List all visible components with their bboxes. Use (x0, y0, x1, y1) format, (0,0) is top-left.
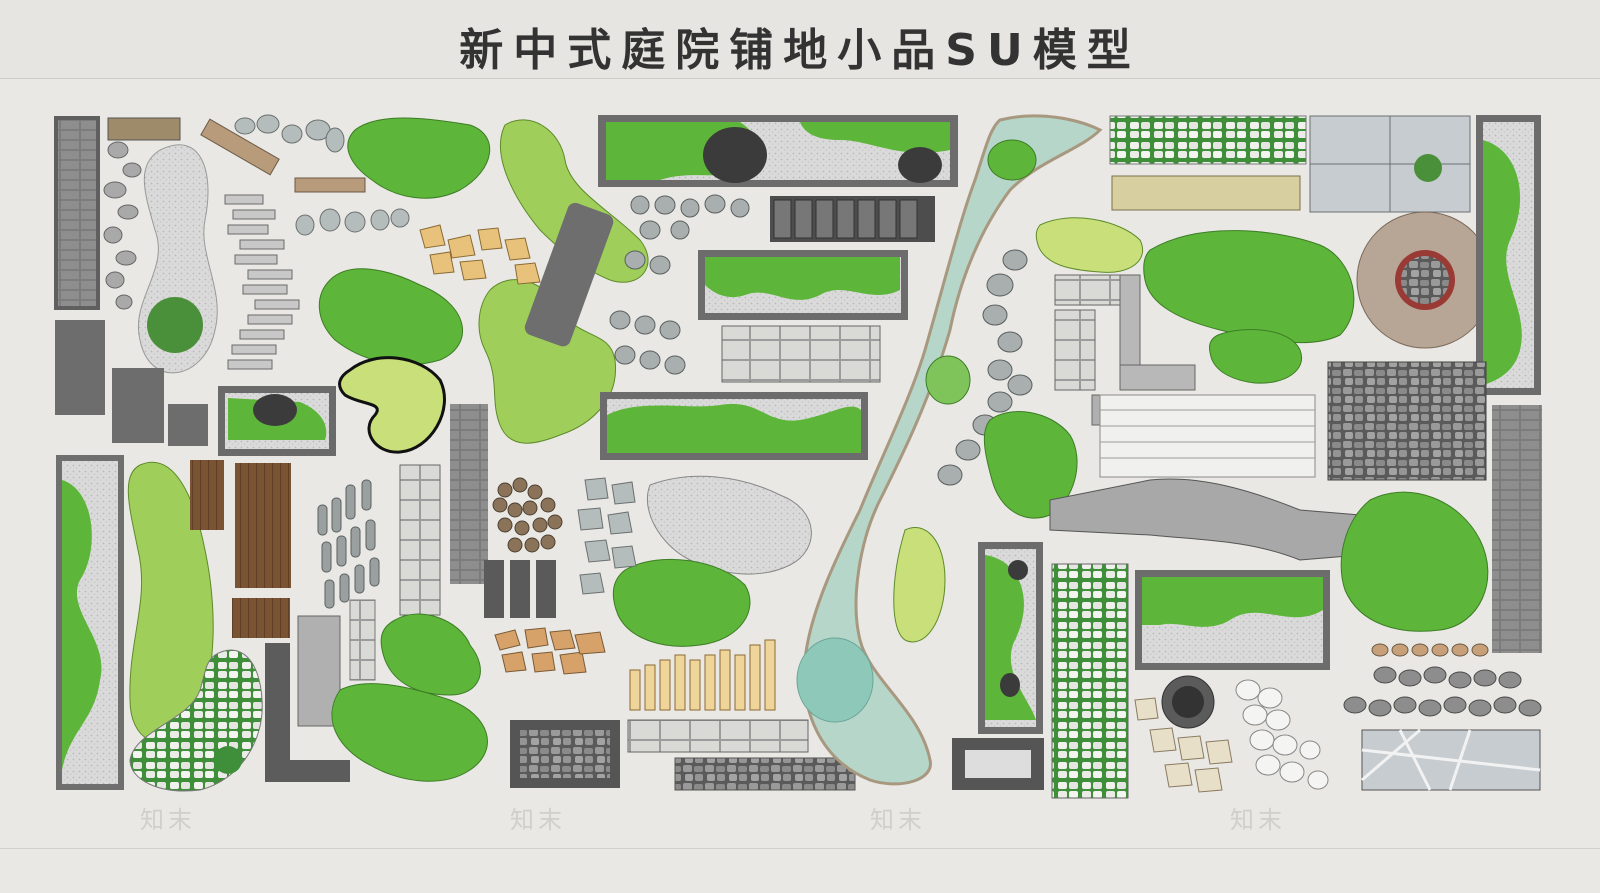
stone-bench (107, 117, 181, 141)
grass-lawn-6 (380, 613, 481, 696)
ice-crack-paving (627, 719, 809, 753)
dark-tile-2 (510, 560, 530, 618)
grass-lawn-1 (347, 117, 491, 199)
grass-lawn-3 (500, 119, 649, 283)
feature-rock (253, 394, 297, 426)
wood-deck-small (190, 460, 224, 530)
stone-platform-2 (112, 368, 164, 443)
stone-slab-steps (224, 194, 300, 370)
dark-edge-strip (265, 643, 290, 773)
stone-grass-joint-paving (1051, 563, 1129, 799)
paving-plan-drawing (54, 114, 1542, 799)
watermark-4: 知末 (1230, 806, 1286, 834)
stone-platform-3 (168, 404, 208, 446)
wood-deck-slats (232, 598, 290, 638)
wood-deck-large (235, 463, 291, 588)
granite-l-left (1054, 309, 1096, 391)
yellow-crazy-paving (1111, 175, 1301, 211)
stone-plaque-path (1049, 478, 1361, 561)
cobble-strip (674, 757, 856, 791)
tan-stone-pieces (494, 627, 606, 675)
white-brick-paving (1099, 394, 1316, 478)
grass-lawn-2 (318, 268, 464, 366)
pond-island-2 (925, 355, 971, 405)
grass-lawn-7 (331, 683, 488, 782)
model-overview-panel (0, 80, 1600, 850)
cream-paver-strips (629, 639, 776, 711)
paver-column-2 (349, 599, 376, 681)
grass-lawn-outlined (338, 356, 446, 454)
mixed-pebbles (492, 477, 563, 553)
dark-brick-pattern (58, 120, 96, 306)
paver-column-1 (399, 464, 441, 616)
paver-column-dark (450, 404, 488, 584)
page-title: 新中式庭院铺地小品SU模型 (459, 25, 1141, 76)
title-bar: 新中式庭院铺地小品SU模型 (0, 0, 1600, 79)
grass-lawn-13 (1209, 329, 1303, 384)
rock-cluster-top (703, 127, 767, 183)
dark-tile-1 (484, 560, 504, 618)
flagstones-top (234, 114, 345, 153)
watermark-3: 知末 (870, 806, 926, 834)
pond-island-1 (987, 139, 1037, 181)
flagstones-mid (295, 208, 410, 236)
watermark-2: 知末 (510, 806, 566, 834)
brick-path (200, 118, 366, 193)
footer-divider (0, 848, 1600, 849)
grass-lawn-8 (612, 558, 751, 647)
grey-river-stones (1343, 666, 1542, 717)
grass-lawn-10 (1035, 217, 1143, 273)
colored-pebble-row (1371, 643, 1489, 657)
pond-pool (796, 637, 874, 723)
cobblestone-square (1327, 361, 1487, 481)
shrub (147, 297, 203, 353)
grass-lawn-12 (1143, 230, 1355, 344)
white-flagstone-grass (1109, 115, 1307, 165)
planter-grass-left (62, 480, 102, 770)
gravel-rock-garden (646, 475, 812, 575)
grass-lawn-14 (1340, 491, 1489, 632)
stepping-stones-left (103, 141, 142, 310)
long-rock (524, 202, 614, 347)
yellow-stones (419, 224, 541, 285)
irregular-flagstones (577, 477, 637, 595)
white-river-stones (1235, 679, 1329, 790)
dark-tile-3 (536, 560, 556, 618)
cream-pavers-right (1134, 697, 1233, 793)
flagstone-patch (609, 194, 750, 375)
watermark-1: 知末 (140, 806, 196, 834)
grass-lawn-9 (893, 527, 946, 643)
square-paver-grid (721, 325, 881, 383)
vertical-stepping-stones (317, 479, 380, 609)
stone-platform-1 (55, 320, 105, 415)
dark-brick-strip-right (1492, 405, 1542, 653)
